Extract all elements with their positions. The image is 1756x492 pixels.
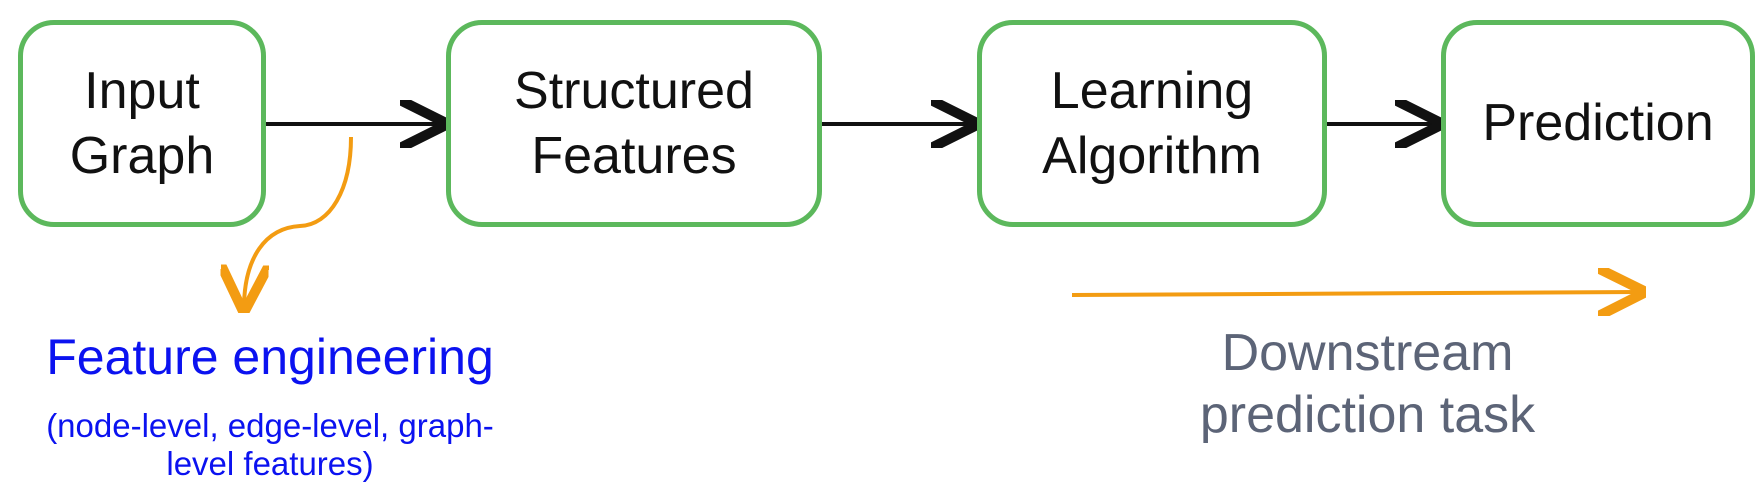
downstream-arrow bbox=[1071, 292, 1638, 295]
feature-engineering-subtitle: (node-level, edge-level, graph- level fe… bbox=[46, 407, 494, 482]
feature-engineering-title: Feature engineering bbox=[46, 329, 494, 385]
structured-features-label: Structured Features bbox=[514, 61, 754, 185]
input-graph-node: Input Graph bbox=[18, 20, 266, 227]
prediction-node: Prediction bbox=[1441, 20, 1755, 227]
learning-algorithm-node: Learning Algorithm bbox=[977, 20, 1327, 227]
prediction-label: Prediction bbox=[1482, 94, 1714, 152]
structured-features-node: Structured Features bbox=[446, 20, 822, 227]
input-graph-label: Input Graph bbox=[69, 61, 215, 185]
feature-engineering-curved-arrow bbox=[244, 136, 353, 305]
downstream-prediction-task-label: Downstream prediction task bbox=[1199, 324, 1536, 445]
learning-algorithm-label: Learning Algorithm bbox=[1042, 61, 1262, 185]
